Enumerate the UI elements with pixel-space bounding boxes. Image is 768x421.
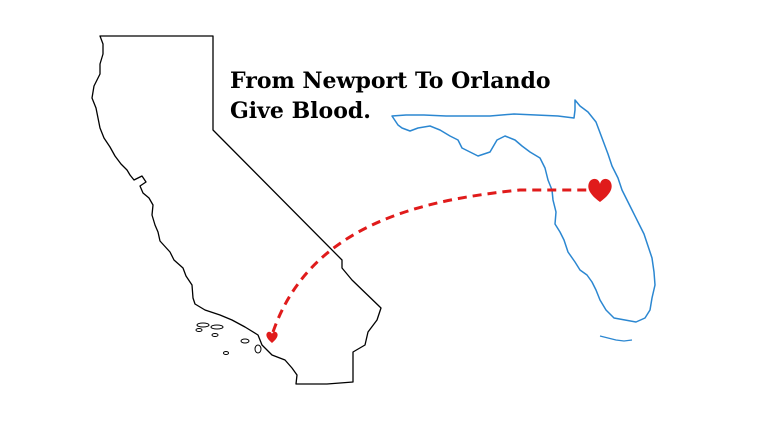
island xyxy=(195,328,203,332)
island xyxy=(240,338,250,344)
island xyxy=(196,322,210,328)
destination-heart-icon xyxy=(588,178,612,202)
headline-line-2: Give Blood. xyxy=(230,98,371,124)
island xyxy=(254,344,262,354)
headline: From Newport To Orlando Give Blood. xyxy=(230,66,551,126)
island xyxy=(210,324,224,330)
florida-outline xyxy=(391,99,656,323)
headline-line-1: From Newport To Orlando xyxy=(230,68,551,94)
route-arc xyxy=(271,188,590,333)
island xyxy=(211,333,219,337)
origin-heart-icon xyxy=(266,331,278,343)
island xyxy=(223,351,229,355)
california-outline xyxy=(91,35,382,385)
florida-keys xyxy=(599,335,633,342)
channel-islands xyxy=(195,322,262,355)
